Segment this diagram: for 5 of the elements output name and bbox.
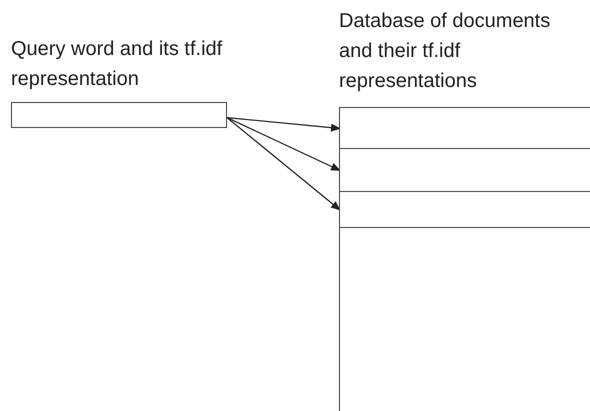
heading-text: Query word and its tf.idf representation [11, 37, 224, 92]
arrow [226, 117, 341, 132]
arrow [226, 117, 341, 172]
arrow [226, 117, 341, 211]
heading-text: Database of documents and their tf.idf representations [339, 9, 552, 94]
